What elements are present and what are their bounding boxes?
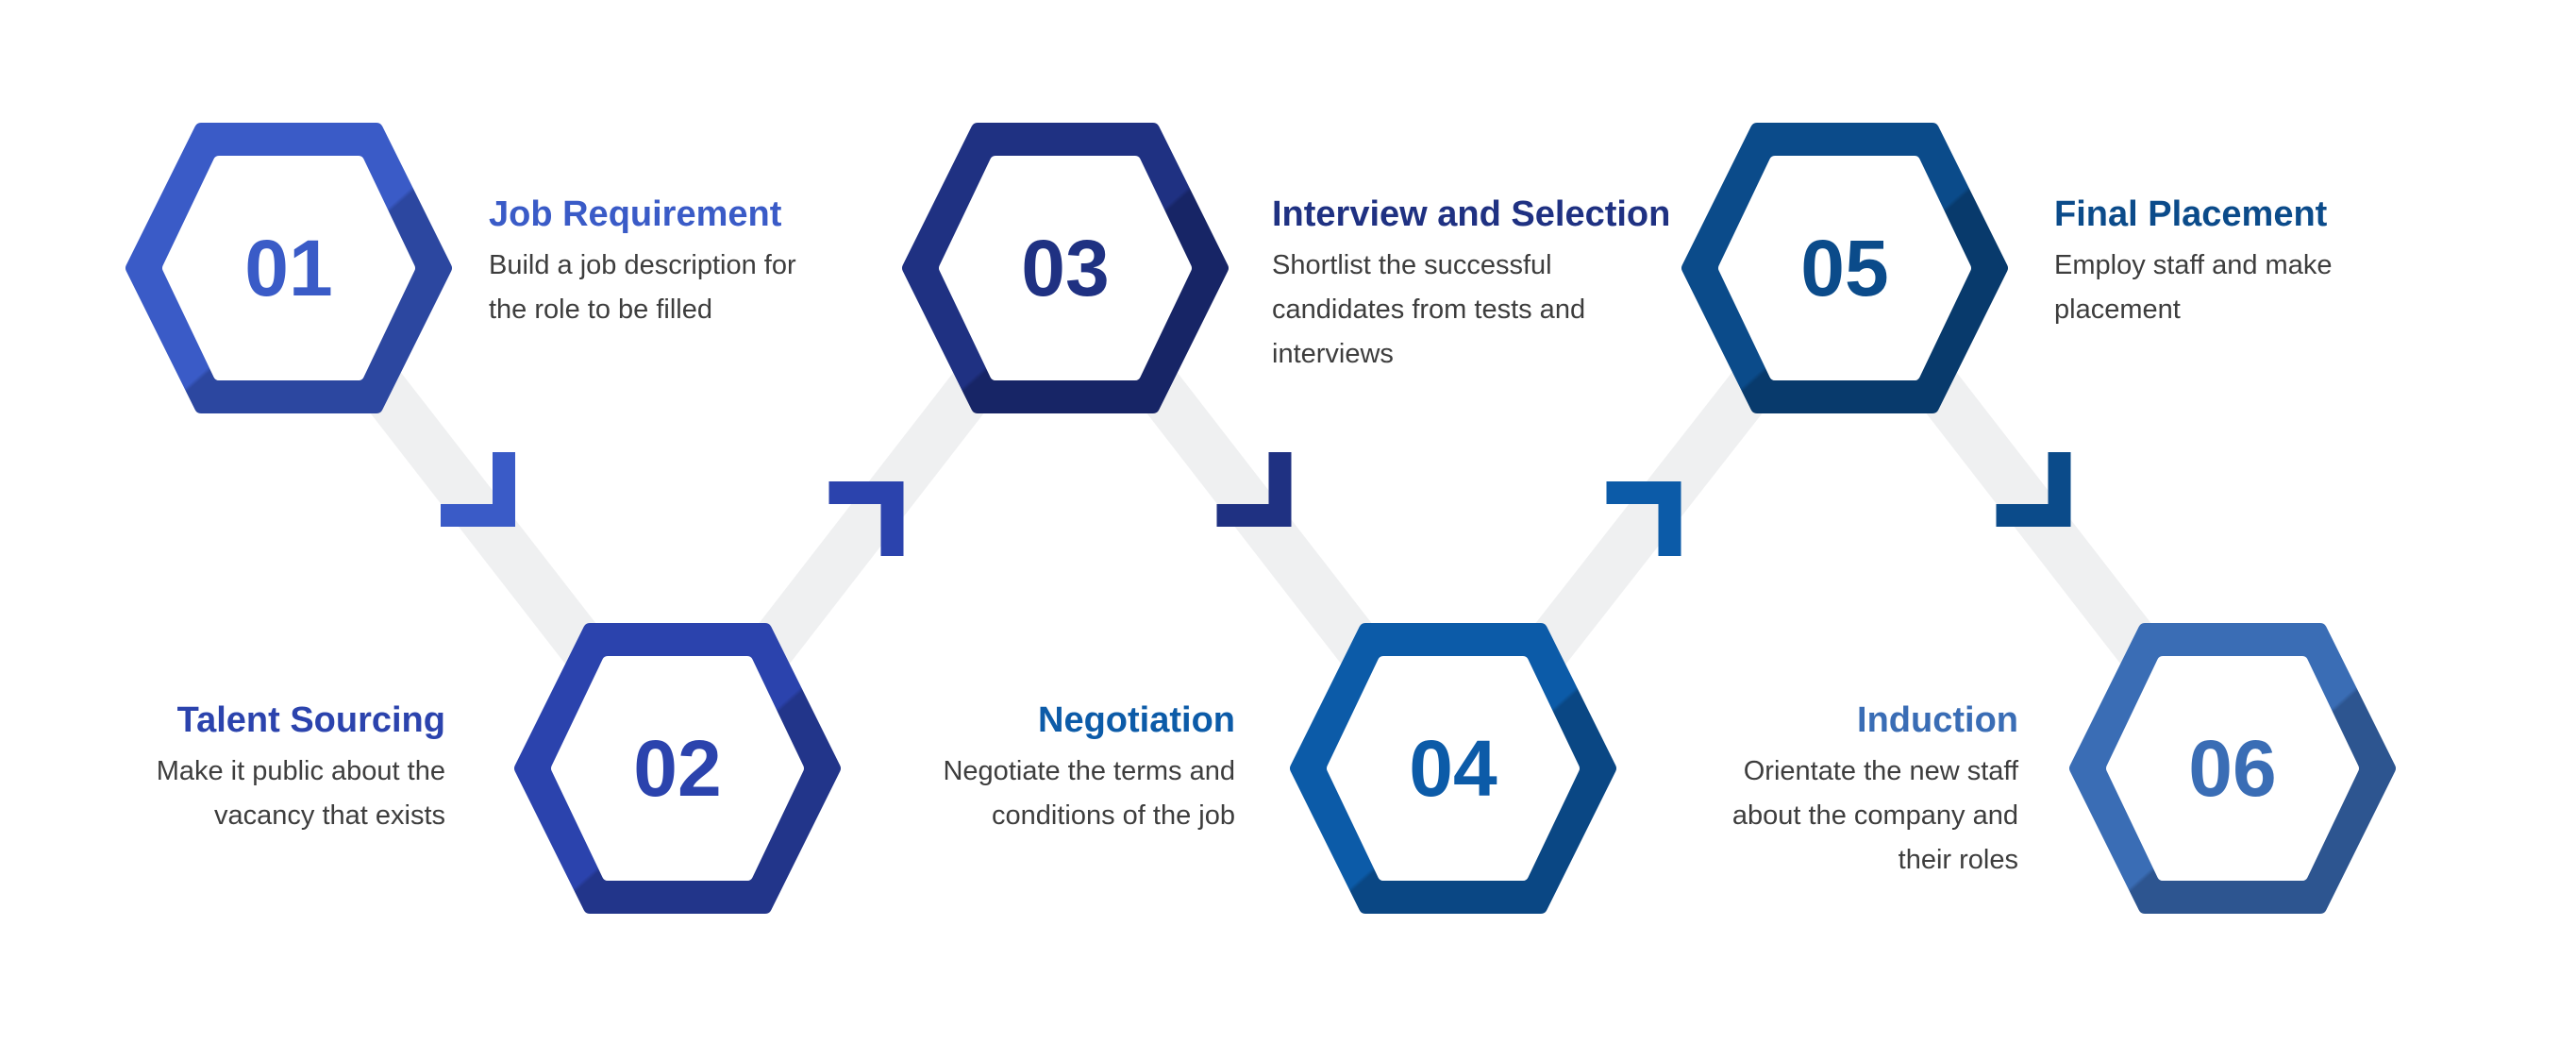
hexagon-inner: [551, 656, 804, 881]
arrow-down-right-icon: [441, 452, 515, 527]
step-title: Induction: [1857, 700, 2018, 740]
step-04-text: Negotiation Negotiate the terms and cond…: [839, 699, 1235, 838]
step-description: Employ staff and make placement: [2054, 250, 2333, 325]
step-description: Negotiate the terms and conditions of th…: [943, 756, 1235, 831]
hexagons: 01 02 03 04 05 06: [125, 123, 2396, 914]
step-number: 04: [1409, 724, 1497, 813]
step-number: 03: [1021, 224, 1109, 312]
step-title: Job Requirement: [489, 194, 782, 234]
step-title: Interview and Selection: [1272, 194, 1671, 234]
step-title: Talent Sourcing: [176, 700, 445, 740]
step-05-text: Final Placement Employ staff and make pl…: [2054, 193, 2451, 332]
step-number: 05: [1800, 224, 1888, 312]
step-description: Make it public about the vacancy that ex…: [156, 756, 445, 831]
hexagon-inner: [162, 156, 415, 380]
hexagon-step-05: 05: [1681, 123, 2008, 413]
step-number: 06: [2188, 724, 2276, 813]
hexagon-inner: [1327, 656, 1580, 881]
hexagon-step-06: 06: [2069, 623, 2396, 914]
step-03-text: Interview and Selection Shortlist the su…: [1272, 193, 1671, 377]
step-number: 01: [244, 224, 332, 312]
arrow-down-right-icon: [1216, 452, 1292, 527]
arrow-up-right-icon: [1606, 481, 1681, 556]
step-description: Shortlist the successful candidates from…: [1272, 250, 1586, 369]
hexagon-step-02: 02: [514, 623, 841, 914]
arrow-up-right-icon: [828, 481, 904, 556]
hexagon-inner: [2106, 656, 2359, 881]
step-title: Negotiation: [1038, 700, 1235, 740]
arrows: [441, 452, 2071, 556]
step-06-text: Induction Orientate the new staff about …: [1622, 699, 2018, 883]
step-02-text: Talent Sourcing Make it public about the…: [49, 699, 445, 838]
step-description: Build a job description for the role to …: [489, 250, 796, 325]
arrow-down-right-icon: [1996, 452, 2071, 527]
step-01-text: Job Requirement Build a job description …: [489, 193, 885, 332]
step-description: Orientate the new staff about the compan…: [1731, 756, 2018, 875]
hexagon-step-03: 03: [902, 123, 1229, 413]
hexagon-step-01: 01: [125, 123, 452, 413]
step-number: 02: [633, 724, 721, 813]
hexagon-inner: [939, 156, 1192, 380]
hexagon-inner: [1718, 156, 1971, 380]
step-title: Final Placement: [2054, 194, 2328, 234]
hexagon-step-04: 04: [1290, 623, 1616, 914]
